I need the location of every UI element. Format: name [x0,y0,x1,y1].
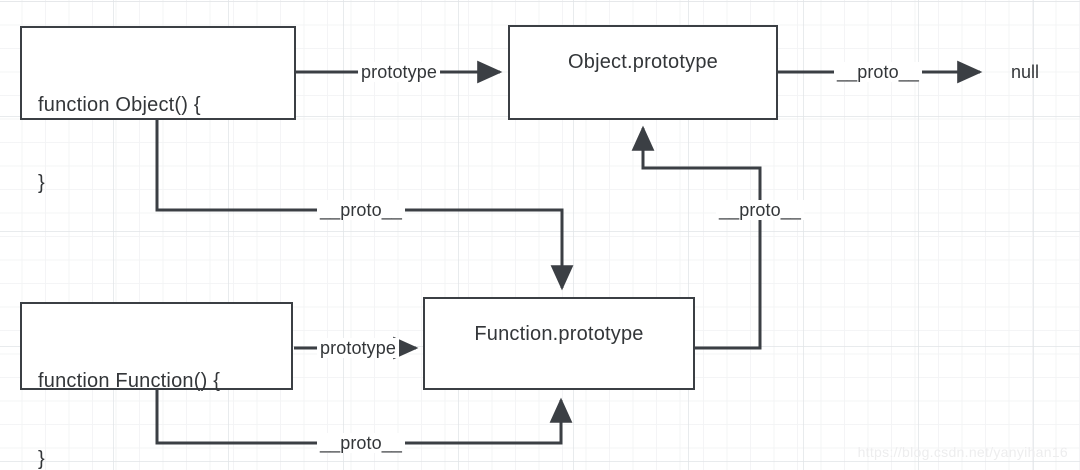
edge-label-object-prototype-proto: __proto__ [834,62,922,82]
edge-label-function-prototype-proto: __proto__ [716,200,804,220]
edge-label-object-proto: __proto__ [317,200,405,220]
node-function-prototype[interactable]: Function.prototype [423,297,695,390]
node-function-function-line1: function Function() { [38,370,221,392]
node-object-prototype[interactable]: Object.prototype [508,25,778,120]
node-object-prototype-label: Object.prototype [568,51,718,73]
node-function-prototype-label: Function.prototype [474,323,644,345]
node-function-object-line2: } [38,172,45,194]
node-function-object[interactable]: function Object() { } [20,26,296,194]
edge-function-prototype-to-object-prototype [631,125,762,350]
watermark: https://blog.csdn.net/yanyihan16 [857,444,1068,460]
edge-label-object-prototype: prototype [358,62,440,82]
node-function-function-line2: } [38,448,45,470]
edge-label-function-proto: __proto__ [317,433,405,453]
node-function-object-line1: function Object() { [38,94,201,116]
node-null: null [1010,62,1040,82]
node-function-function[interactable]: function Function() { } [20,302,293,470]
edge-label-function-prototype: prototype [317,338,399,358]
